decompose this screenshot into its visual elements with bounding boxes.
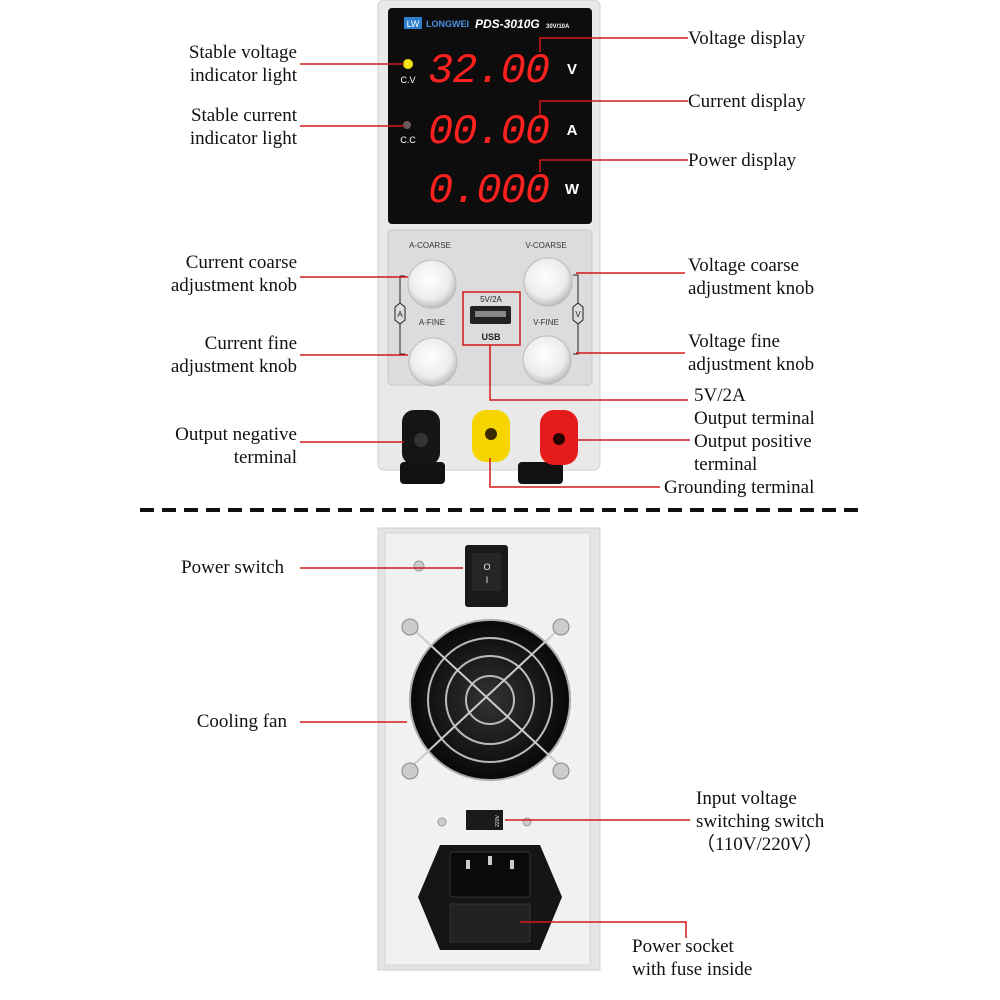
a-coarse-label: A-COARSE [409,241,451,250]
callout-voltage-fine: Voltage fine adjustment knob [688,330,814,376]
v-fine-knob[interactable] [522,335,572,385]
ground-terminal[interactable] [472,410,510,462]
front-unit: LW LONGWEI PDS-3010G 30V/10A 32.00 00.00… [377,0,601,484]
cc-indicator-light [403,121,411,129]
callout-line: Output negative [175,424,297,445]
voltage-display: 32.00 [428,47,549,95]
callout-line: switching switch [696,811,825,832]
callout-line: with fuse inside [632,959,753,980]
callout-line: indicator light [189,65,297,86]
brand-badge: LW [407,19,420,29]
brand-logo [404,17,422,29]
cv-label: C.V [400,75,415,85]
callout-line: Output positive [694,431,812,452]
callout-line: Stable current [190,105,297,126]
callout-output-positive: Output positive terminal [694,430,812,476]
callout-line: 5V/2A [694,385,746,406]
model-number: PDS-3010G [475,17,540,31]
a-fine-knob[interactable] [408,337,458,387]
callout-current-coarse: Current coarse adjustment knob [171,251,297,297]
positive-terminal[interactable] [540,410,578,465]
callout-line: Voltage fine [688,331,780,352]
a-bracket-label: A [397,310,403,319]
callout-stable-current: Stable current indicator light [190,104,297,150]
fuse-drawer[interactable] [449,903,531,943]
callout-line: adjustment knob [170,356,297,377]
power-display: 0.000 [428,167,549,215]
callout-line: adjustment knob [688,278,815,299]
callout-input-switch: Input voltage switching switch （110V/220… [696,787,824,856]
v-fine-label: V-FINE [533,318,559,327]
leader-lines [300,37,690,938]
callout-line: terminal [233,447,297,468]
current-display: 00.00 [428,108,549,156]
callout-line: adjustment knob [170,275,297,296]
callout-cooling-fan: Cooling fan [196,711,287,732]
callout-power-switch: Power switch [181,557,284,578]
v-coarse-label: V-COARSE [525,241,566,250]
voltage-selector-switch[interactable] [466,810,503,830]
screw [413,560,425,572]
callout-current-display: Current display [688,91,806,112]
unit-w: W [565,181,580,198]
callout-current-fine: Current fine adjustment knob [171,332,297,378]
callout-line: Input voltage [696,788,797,809]
usb-rating: 5V/2A [480,295,502,304]
a-coarse-knob[interactable] [407,259,457,309]
callout-line: Current fine [204,333,297,354]
usb-label: USB [481,332,501,342]
callout-line: indicator light [189,128,297,149]
voltage-setting: 220V [495,815,501,827]
cooling-fan [401,618,571,781]
callout-line: Voltage coarse [688,255,799,276]
callout-line: Current coarse [185,252,297,273]
callout-grounding: Grounding terminal [664,477,815,498]
callout-line: Output terminal [694,408,815,429]
rating: 30V/10A [546,24,570,30]
brand-name: LONGWEI [426,19,469,29]
v-bracket-label: V [575,310,581,319]
negative-terminal[interactable] [402,410,440,465]
callout-usb-output: 5V/2A Output terminal [694,384,815,430]
callout-line: Power socket [632,936,734,957]
unit-v: V [567,61,577,78]
callout-output-negative: Output negative terminal [175,423,297,469]
callout-power-socket: Power socket with fuse inside [632,935,752,981]
callout-stable-voltage: Stable voltage indicator light [189,41,297,87]
cv-indicator-light [403,59,413,69]
switch-off-mark: O [483,562,490,572]
callout-voltage-coarse: Voltage coarse adjustment knob [688,254,814,300]
callout-line: Stable voltage [188,42,297,63]
a-fine-label: A-FINE [419,318,445,327]
unit-a: A [567,122,578,139]
callout-voltage-display: Voltage display [688,28,806,49]
callout-power-display: Power display [688,150,797,171]
callout-line: adjustment knob [688,354,815,375]
callout-line: terminal [694,454,758,475]
v-coarse-knob[interactable] [523,257,573,307]
back-unit: O I 220V [377,527,601,971]
display-panel [388,8,592,224]
cc-label: C.C [400,135,416,145]
usb-highlight [462,291,521,346]
callout-line: （110V/220V） [696,834,824,855]
switch-on-mark: I [486,575,489,585]
